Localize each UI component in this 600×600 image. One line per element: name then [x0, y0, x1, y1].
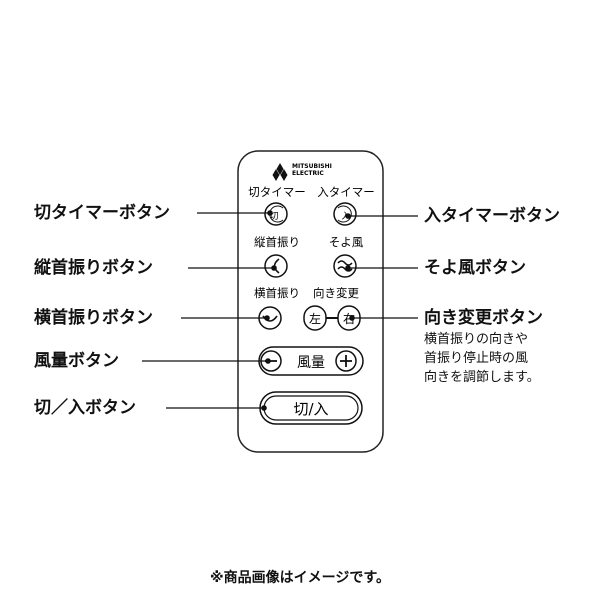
- fan-speed-text: 風量: [297, 355, 325, 371]
- note-line-3: 向きを調節します。: [424, 370, 540, 385]
- brand-text-2: ELECTRIC: [292, 170, 324, 177]
- callout-breeze: そよ風ボタン: [424, 258, 526, 278]
- image-caption: ※商品画像はイメージです。: [210, 570, 390, 586]
- vertical-swing-button[interactable]: [264, 254, 288, 278]
- left-text: 左: [309, 311, 321, 326]
- brand-text-1: MITSUBISHI: [292, 163, 332, 170]
- fan-speed-plus-button[interactable]: [335, 350, 357, 372]
- callout-horizontal-swing: 横首振りボタン: [34, 308, 153, 328]
- off-timer-label: 切タイマー: [248, 185, 306, 199]
- vertical-swing-label: 縦首振り: [254, 235, 300, 249]
- breeze-label: そよ風: [329, 235, 364, 249]
- horizontal-swing-label: 横首振り: [254, 286, 300, 300]
- leader-dot-power: [261, 405, 267, 411]
- leader-dot-fan-speed: [265, 358, 271, 364]
- note-line-2: 首振り停止時の風: [424, 351, 529, 366]
- callout-fan-speed: 風量ボタン: [34, 351, 119, 371]
- fan-speed-control: 風量: [258, 346, 364, 376]
- note-line-1: 横首振りの向きや: [424, 332, 529, 347]
- callout-on-timer: 入タイマーボタン: [424, 206, 560, 226]
- leader-dot-direction: [349, 315, 355, 321]
- leader-dot-horizontal-swing: [264, 315, 270, 321]
- callout-direction-change: 向き変更ボタン: [424, 308, 543, 328]
- power-text: 切/入: [293, 400, 328, 418]
- leader-dot-breeze: [345, 265, 351, 271]
- direction-left-button[interactable]: 左: [303, 305, 327, 331]
- fan-speed-minus-button[interactable]: [260, 350, 282, 372]
- leader-lines: [142, 210, 418, 411]
- breeze-wave-icon: [337, 260, 353, 272]
- callout-off-timer: 切タイマーボタン: [34, 203, 170, 223]
- off-timer-button[interactable]: 切: [264, 202, 288, 226]
- breeze-button[interactable]: [333, 254, 357, 278]
- off-timer-icon: 切: [269, 211, 278, 222]
- leader-dot-on-timer: [345, 213, 351, 219]
- leader-dot-vertical-swing: [271, 265, 277, 271]
- mitsubishi-logo-icon: [272, 163, 288, 181]
- callout-power: 切／入ボタン: [34, 398, 136, 418]
- power-button[interactable]: 切/入: [259, 391, 363, 425]
- direction-change-label: 向き変更: [313, 286, 359, 300]
- on-timer-label: 入タイマー: [317, 185, 375, 199]
- callout-vertical-swing: 縦首振りボタン: [34, 258, 153, 278]
- remote-body: [237, 150, 384, 453]
- right-text: 右: [343, 311, 355, 326]
- leader-dot-off-timer: [267, 210, 273, 216]
- on-timer-button[interactable]: 入: [333, 202, 357, 226]
